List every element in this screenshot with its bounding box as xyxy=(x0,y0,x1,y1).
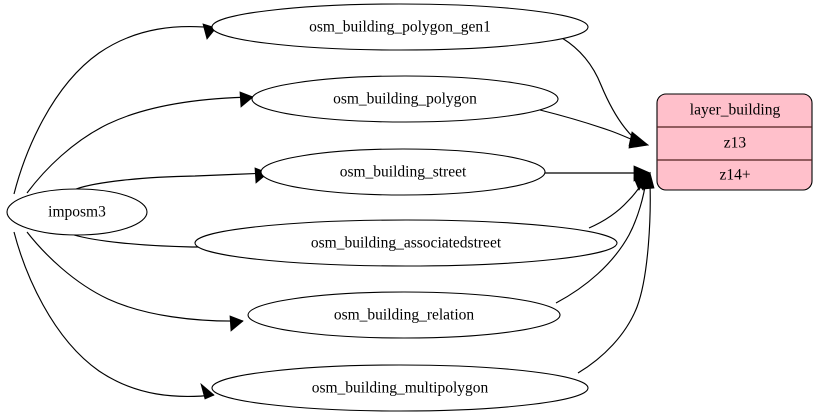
node-osm_building_polygon_gen1-shape[interactable] xyxy=(211,3,589,51)
edge-osm_building_polygon_gen1-to-z13 xyxy=(561,37,650,147)
node-layer_building[interactable]: layer_building z13 z14+ xyxy=(656,93,813,191)
node-osm_building_associatedstreet-shape[interactable] xyxy=(194,219,618,267)
node-osm_building_associatedstreet[interactable]: osm_building_associatedstreet xyxy=(194,219,618,267)
node-imposm3-shape[interactable] xyxy=(6,188,148,236)
edge-osm_building_multipolygon-to-z14plus xyxy=(577,171,655,374)
node-osm_building_street-label: osm_building_street xyxy=(340,164,467,181)
edge-imposm3-to-osm_building_polygon xyxy=(26,91,254,194)
node-osm_building_polygon-shape[interactable] xyxy=(251,75,559,123)
node-imposm3-label: imposm3 xyxy=(48,204,106,221)
node-osm_building_relation[interactable]: osm_building_relation xyxy=(247,291,561,339)
node-osm_building_polygon_gen1[interactable]: osm_building_polygon_gen1 xyxy=(211,3,589,51)
edge-imposm3-to-osm_building_street xyxy=(75,167,269,190)
node-osm_building_multipolygon[interactable]: osm_building_multipolygon xyxy=(211,364,589,412)
edge-imposm3-to-osm_building_multipolygon xyxy=(13,231,215,400)
node-osm_building_street-shape[interactable] xyxy=(260,148,546,196)
node-osm_building_polygon-label: osm_building_polygon xyxy=(333,91,477,108)
node-imposm3[interactable]: imposm3 xyxy=(6,188,148,236)
node-osm_building_multipolygon-label: osm_building_multipolygon xyxy=(312,380,489,397)
node-osm_building_associatedstreet-label: osm_building_associatedstreet xyxy=(311,235,502,252)
layer_building-box[interactable] xyxy=(656,93,813,191)
node-osm_building_polygon_gen1-label: osm_building_polygon_gen1 xyxy=(309,19,491,36)
node-osm_building_multipolygon-shape[interactable] xyxy=(211,364,589,412)
edge-imposm3-to-osm_building_polygon_gen1 xyxy=(13,23,217,195)
node-osm_building_polygon[interactable]: osm_building_polygon xyxy=(251,75,559,123)
edge-osm_building_polygon-to-z13 xyxy=(539,109,650,149)
node-osm_building_relation-shape[interactable] xyxy=(247,291,561,339)
node-osm_building_street[interactable]: osm_building_street xyxy=(260,148,546,196)
node-osm_building_relation-label: osm_building_relation xyxy=(334,307,475,324)
layer_building-row-z13: z13 xyxy=(724,135,747,152)
layer_building-row-title: layer_building xyxy=(690,102,781,119)
layer_building-row-z14plus: z14+ xyxy=(719,167,750,184)
edge-group-tables-to-layer xyxy=(539,37,655,374)
edge-imposm3-to-osm_building_relation xyxy=(26,231,244,332)
